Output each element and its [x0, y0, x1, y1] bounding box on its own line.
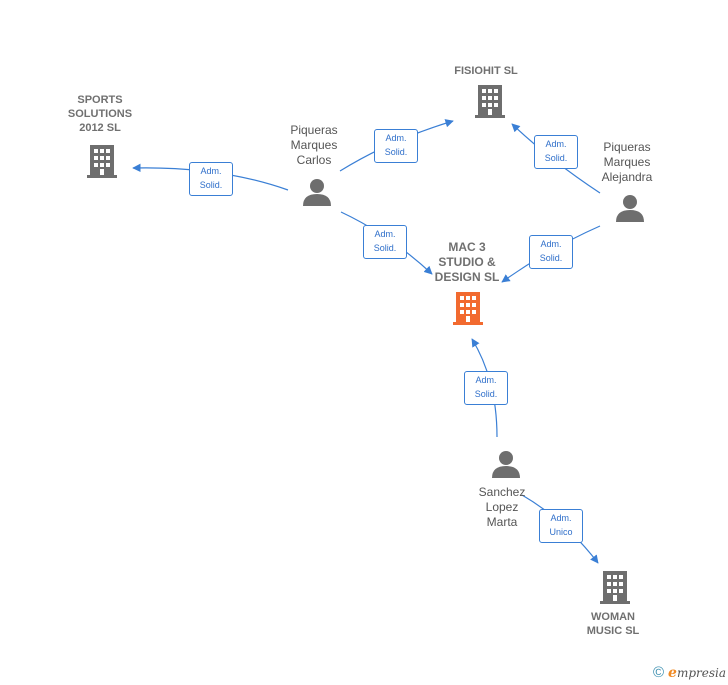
marta-person-icon[interactable] [492, 451, 520, 478]
company-label-mac3[interactable]: MAC 3 STUDIO & DESIGN SL [434, 240, 500, 284]
edge-badge-marta-woman[interactable]: Adm. Unico [539, 509, 583, 543]
fisiohit-building-icon[interactable] [475, 85, 505, 118]
carlos-person-icon[interactable] [303, 179, 331, 206]
edge-badge-carlos-sports[interactable]: Adm. Solid. [189, 162, 233, 196]
edge-badge-alejandra-fisiohit[interactable]: Adm. Solid. [534, 135, 578, 169]
sports-building-icon[interactable] [87, 145, 117, 178]
copyright-icon: © [652, 664, 665, 681]
alejandra-person-icon[interactable] [616, 195, 644, 222]
company-label-fisiohit[interactable]: FISIOHIT SL [454, 65, 518, 77]
woman-building-icon[interactable] [600, 571, 630, 604]
person-label-carlos[interactable]: Piqueras Marques Carlos [290, 123, 338, 167]
footer-brand[interactable]: © empresia [653, 664, 726, 681]
edge-badge-carlos-mac3[interactable]: Adm. Solid. [363, 225, 407, 259]
company-label-woman[interactable]: WOMAN MUSIC SL [586, 611, 640, 637]
mac3-building-icon[interactable] [453, 292, 483, 325]
person-label-marta[interactable]: Sanchez Lopez Marta [478, 485, 526, 529]
brand-logo: empresia [668, 664, 726, 681]
company-label-sports[interactable]: SPORTS SOLUTIONS 2012 SL [67, 94, 133, 134]
edge-badge-alejandra-mac3[interactable]: Adm. Solid. [529, 235, 573, 269]
edge-badge-carlos-fisiohit[interactable]: Adm. Solid. [374, 129, 418, 163]
person-label-alejandra[interactable]: Piqueras Marques Alejandra [601, 140, 653, 184]
edge-badge-marta-mac3[interactable]: Adm. Solid. [464, 371, 508, 405]
